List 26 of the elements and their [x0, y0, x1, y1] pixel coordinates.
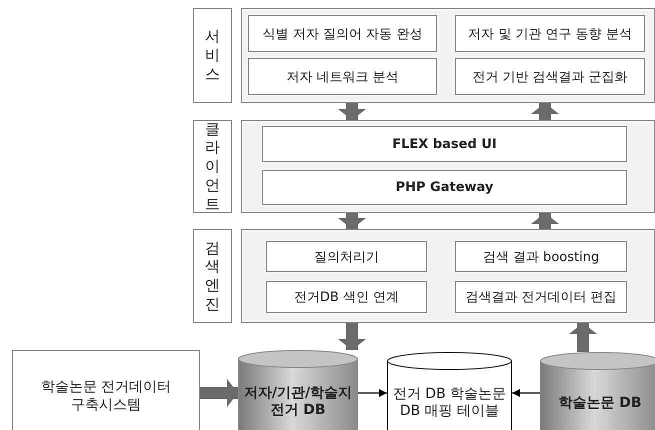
- block-arrow: [338, 323, 366, 350]
- arrow: [358, 389, 387, 397]
- block-arrow: [338, 103, 366, 120]
- arrow: [512, 389, 540, 397]
- layer-panel: [241, 229, 655, 323]
- process-box: 저자 네트워크 분석: [248, 58, 437, 95]
- block-arrow: [531, 103, 559, 120]
- block-arrow: [338, 213, 366, 229]
- layer-label: 서비스: [193, 8, 232, 103]
- process-box: 질의처리기: [266, 241, 427, 272]
- process-box: PHP Gateway: [262, 170, 627, 205]
- process-box: FLEX based UI: [262, 126, 627, 162]
- block-arrow: [200, 379, 238, 407]
- process-box: 전거 기반 검색결과 군집화: [455, 58, 645, 95]
- layer-panel: [241, 8, 655, 103]
- block-arrow: [531, 213, 559, 229]
- process-box: 검색 결과 boosting: [455, 241, 627, 272]
- process-box: 검색결과 전거데이터 편집: [455, 281, 627, 313]
- process-box: 저자 및 기관 연구 동향 분석: [455, 15, 645, 52]
- process-box: 식별 저자 질의어 자동 완성: [248, 15, 437, 52]
- block-arrow: [569, 323, 597, 352]
- process-box: 전거DB 색인 연계: [266, 281, 427, 313]
- layer-label: 클라이언트: [193, 120, 232, 213]
- layer-label: 검색엔진: [193, 229, 232, 323]
- layer-panel: [241, 120, 655, 213]
- system-box: 학술논문 전거데이터 구축시스템: [12, 350, 200, 430]
